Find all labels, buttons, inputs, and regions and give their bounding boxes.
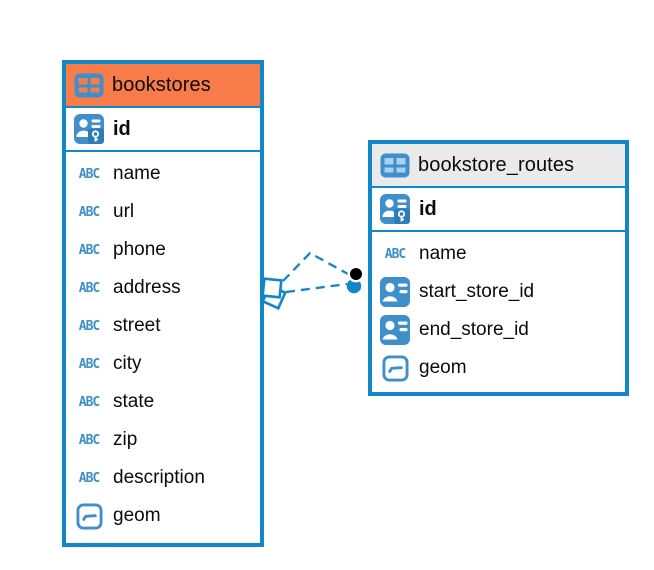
column-row[interactable]: ABC name xyxy=(372,235,625,273)
column-row[interactable]: ABC address xyxy=(66,269,260,307)
column-name: city xyxy=(113,353,142,374)
geometry-type-icon xyxy=(380,354,410,382)
column-row[interactable]: geom xyxy=(372,349,625,387)
text-type-icon: ABC xyxy=(78,242,100,258)
table-bookstore-routes-columns: ABC name start_store_id xyxy=(372,232,625,391)
geometry-type-icon xyxy=(74,502,104,530)
column-name: state xyxy=(113,391,155,412)
column-row[interactable]: ABC zip xyxy=(66,421,260,459)
relation-line-lower[interactable] xyxy=(285,282,348,294)
column-name: name xyxy=(419,243,467,264)
relation-diamond-endpoints[interactable] xyxy=(261,277,287,310)
column-row-pk[interactable]: id xyxy=(66,108,260,152)
column-row[interactable]: ABC city xyxy=(66,345,260,383)
column-name: zip xyxy=(113,429,138,450)
column-name: description xyxy=(113,467,205,488)
table-icon xyxy=(380,153,410,178)
text-type-icon: ABC xyxy=(78,204,100,220)
table-icon xyxy=(74,73,104,98)
column-name: id xyxy=(419,197,437,220)
column-row[interactable]: ABC state xyxy=(66,383,260,421)
column-name: phone xyxy=(113,239,166,260)
primary-key-icon xyxy=(380,194,410,224)
foreign-key-icon xyxy=(380,277,410,307)
column-name: street xyxy=(113,315,161,336)
table-bookstores-columns: ABC name ABC url ABC phone ABC address A… xyxy=(66,152,260,539)
text-type-icon: ABC xyxy=(78,470,100,486)
column-row-pk[interactable]: id xyxy=(372,188,625,232)
column-name: name xyxy=(113,163,161,184)
column-row[interactable]: ABC phone xyxy=(66,231,260,269)
text-type-icon: ABC xyxy=(78,166,100,182)
relation-circle-endpoints[interactable] xyxy=(346,265,365,294)
column-row[interactable]: ABC description xyxy=(66,459,260,497)
column-name: geom xyxy=(113,505,161,526)
foreign-key-icon xyxy=(380,315,410,345)
relation-line-upper[interactable] xyxy=(282,251,349,282)
column-name: geom xyxy=(419,357,467,378)
text-type-icon: ABC xyxy=(384,246,406,262)
table-bookstore-routes-header[interactable]: bookstore_routes xyxy=(372,144,625,188)
text-type-icon: ABC xyxy=(78,394,100,410)
text-type-icon: ABC xyxy=(78,356,100,372)
text-type-icon: ABC xyxy=(78,280,100,296)
table-name: bookstore_routes xyxy=(418,153,575,176)
column-row[interactable]: end_store_id xyxy=(372,311,625,349)
column-name: end_store_id xyxy=(419,319,529,340)
text-type-icon: ABC xyxy=(78,318,100,334)
column-row[interactable]: start_store_id xyxy=(372,273,625,311)
column-row[interactable]: ABC name xyxy=(66,155,260,193)
table-name: bookstores xyxy=(112,73,211,96)
column-name: address xyxy=(113,277,181,298)
table-bookstore-routes[interactable]: bookstore_routes id ABC name xyxy=(368,140,629,396)
table-bookstores[interactable]: bookstores id ABC name xyxy=(62,60,264,547)
column-name: start_store_id xyxy=(419,281,535,302)
column-name: id xyxy=(113,117,131,140)
primary-key-icon xyxy=(74,114,104,144)
column-name: url xyxy=(113,201,135,222)
column-row[interactable]: geom xyxy=(66,497,260,535)
text-type-icon: ABC xyxy=(78,432,100,448)
column-row[interactable]: ABC street xyxy=(66,307,260,345)
column-row[interactable]: ABC url xyxy=(66,193,260,231)
table-bookstores-header[interactable]: bookstores xyxy=(66,64,260,108)
